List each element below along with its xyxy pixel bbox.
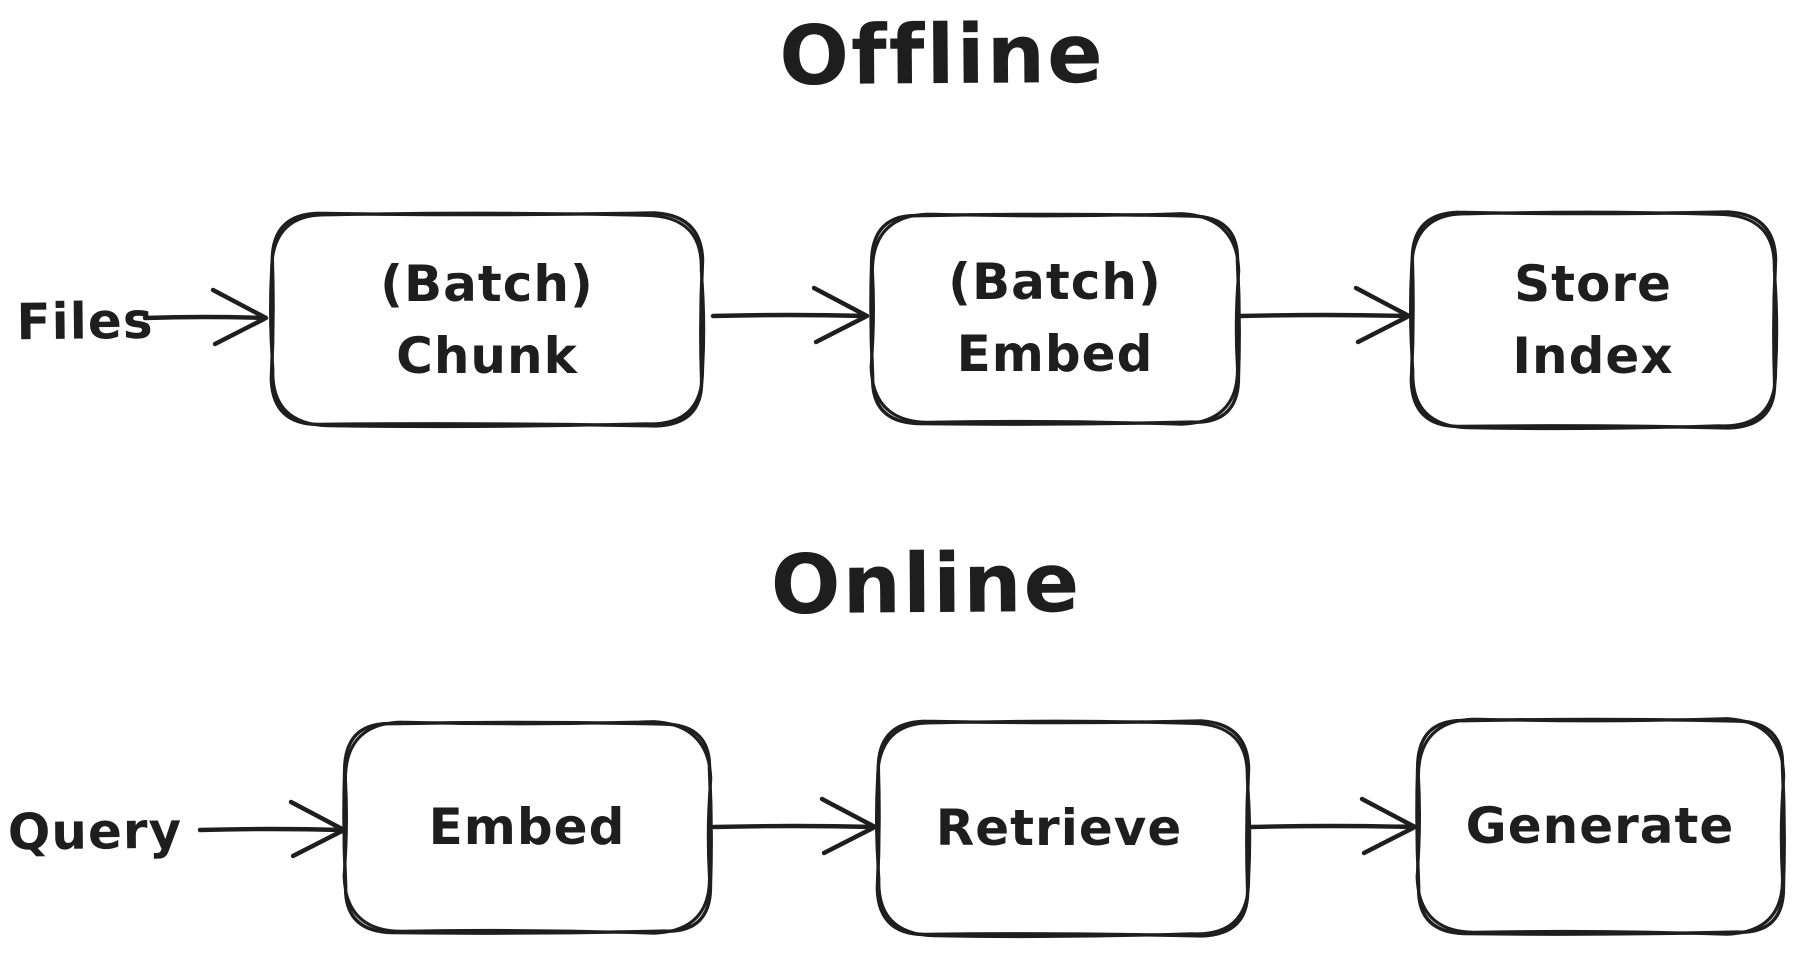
offline-section-title: Offline <box>779 6 1105 105</box>
sketch-stroke <box>1359 796 1418 856</box>
sketch-stroke <box>1409 210 1779 431</box>
sketch-stroke <box>869 212 1241 426</box>
sketch-stroke <box>711 823 877 830</box>
node-offline-batch-embed-label: (Batch) Embed <box>948 253 1162 383</box>
node-online-generate-label: Generate <box>1465 797 1735 855</box>
sketch-stroke <box>142 314 268 321</box>
sketch-stroke <box>1238 312 1411 319</box>
sketch-stroke <box>269 211 705 428</box>
node-offline-batch-chunk-label: (Batch) Chunk <box>380 255 594 385</box>
sketch-stroke <box>710 312 869 319</box>
sketch-stroke <box>269 211 706 429</box>
node-offline-batch-embed-outline <box>869 212 1241 426</box>
sketch-stroke <box>875 719 1251 938</box>
arrow-query-to-embed <box>197 799 347 859</box>
offline-input-label: Files <box>16 291 154 352</box>
sketch-stroke <box>288 799 347 859</box>
arrow-chunk-to-batch-embed <box>710 285 870 345</box>
sketch-stroke <box>819 796 878 856</box>
sketch-stroke <box>1353 285 1412 345</box>
sketch-stroke <box>1248 823 1417 830</box>
sketch-stroke <box>811 285 870 345</box>
node-offline-store-index-label: Store Index <box>1512 255 1674 385</box>
node-offline-store-index-outline <box>1409 210 1779 431</box>
node-online-embed-label: Embed <box>428 798 626 856</box>
arrow-files-to-chunk <box>142 287 269 347</box>
sketch-stroke <box>1415 717 1786 936</box>
sketch-stroke <box>197 826 346 833</box>
online-section-title: Online <box>770 535 1082 634</box>
arrow-retrieve-to-generate <box>1248 796 1418 856</box>
online-input-label: Query <box>7 801 183 862</box>
node-offline-batch-chunk-outline <box>269 211 706 429</box>
arrow-batch-embed-to-store-index <box>1238 285 1412 345</box>
node-online-retrieve-label: Retrieve <box>935 799 1183 857</box>
node-online-generate-outline <box>1415 717 1786 936</box>
arrow-embed-to-retrieve <box>711 796 878 856</box>
sketch-stroke <box>342 720 713 935</box>
sketch-stroke <box>210 287 269 347</box>
sketch-stroke <box>1409 210 1778 430</box>
